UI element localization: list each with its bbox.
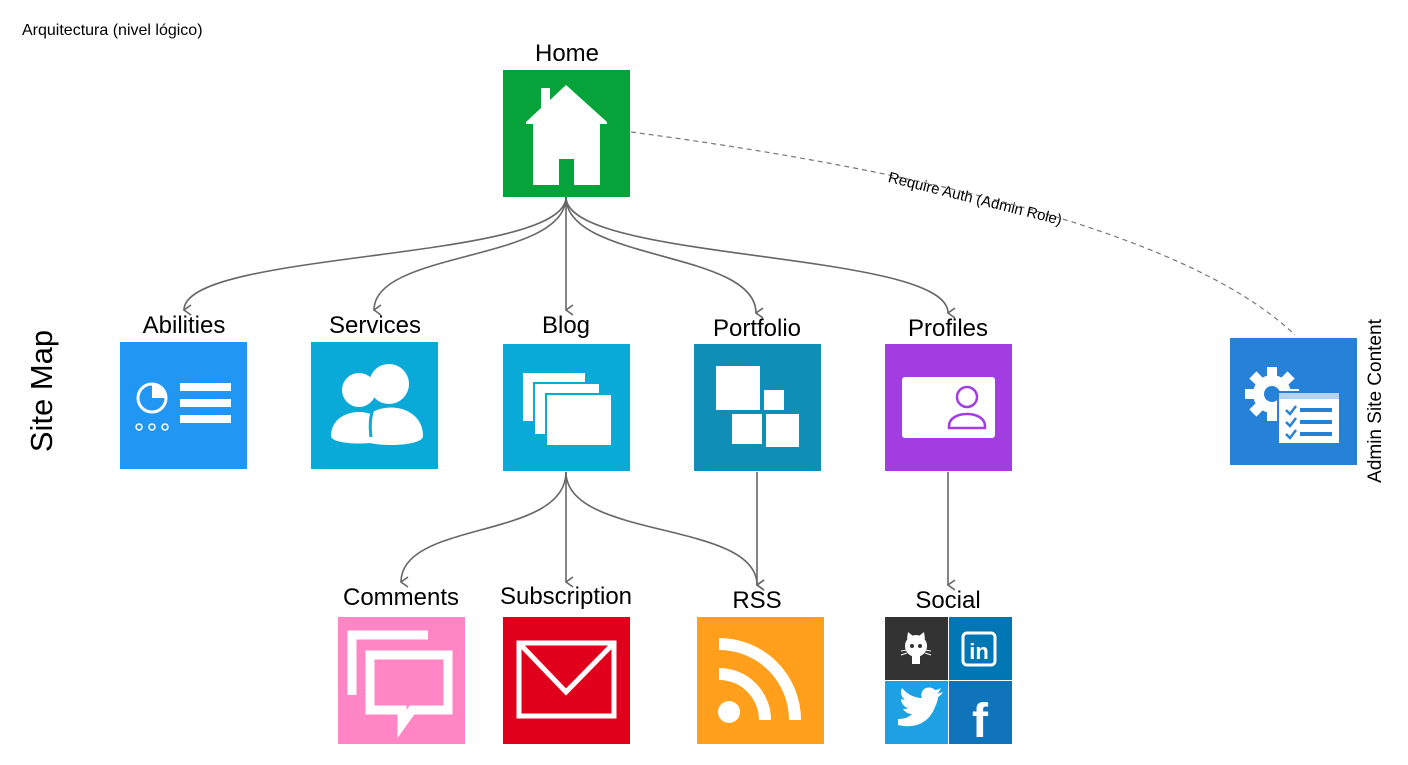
tile-rss[interactable] [697, 617, 824, 744]
github-icon [900, 632, 932, 664]
diagram-caption: Arquitectura (nivel lógico) [22, 22, 203, 39]
node-label-blog: Blog [541, 312, 591, 339]
tile-admin[interactable] [1230, 338, 1357, 465]
svg-text:f: f [972, 695, 989, 744]
facebook-icon: f [972, 695, 989, 744]
tile-subscription[interactable] [503, 617, 630, 744]
gear-checklist-icon [1245, 367, 1341, 445]
node-label-services: Services [328, 312, 422, 339]
edge-blog-rss [565, 471, 765, 591]
node-label-portfolio: Portfolio [712, 315, 802, 342]
twitter-icon [898, 687, 943, 727]
stacked-pages-icon [521, 371, 613, 447]
svg-text:in: in [969, 639, 989, 664]
edge-home-services [372, 196, 567, 316]
tile-blog[interactable] [503, 344, 630, 471]
edge-home-profiles [565, 196, 956, 319]
edge-home-portfolio [565, 196, 764, 319]
edge-home-abilities [182, 196, 567, 316]
tile-social[interactable]: in f [885, 617, 1012, 744]
node-label-social: Social [915, 587, 981, 614]
node-label-admin: Admin Site Content [1365, 319, 1386, 483]
node-label-subscription: Subscription [499, 583, 633, 610]
tile-abilities[interactable] [120, 342, 247, 469]
tile-portfolio[interactable] [694, 344, 821, 471]
profile-card-icon [902, 377, 995, 438]
edge-home-admin [630, 131, 1296, 336]
social-grid: in f [885, 617, 1012, 744]
chat-bubbles-icon [347, 630, 453, 739]
edge-blog-comments [399, 471, 567, 588]
dashboard-icon [135, 382, 231, 431]
rss-icon [718, 638, 801, 723]
tile-comments[interactable] [338, 617, 465, 744]
tile-profiles[interactable] [885, 344, 1012, 471]
users-icon [331, 364, 423, 445]
node-label-profiles: Profiles [907, 315, 989, 342]
house-icon [526, 85, 607, 185]
linkedin-icon: in [961, 631, 997, 667]
node-label-home: Home [534, 40, 600, 67]
node-label-comments: Comments [342, 584, 460, 611]
tile-home[interactable] [503, 70, 630, 197]
envelope-icon [516, 640, 617, 719]
node-label-abilities: Abilities [142, 312, 226, 339]
tile-services[interactable] [311, 342, 438, 469]
node-label-rss: RSS [732, 587, 782, 614]
tiles-icon [716, 366, 799, 447]
